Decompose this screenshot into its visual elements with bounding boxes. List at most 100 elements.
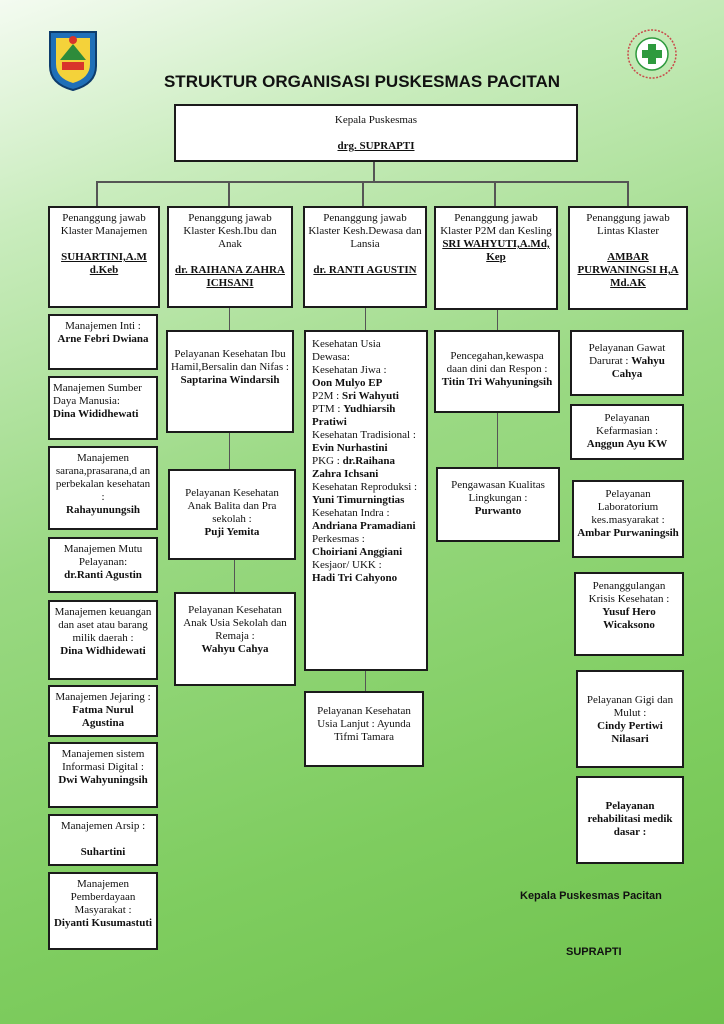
item-role: Pelayanan Gawat Darurat : — [588, 342, 666, 367]
connector-col1 — [96, 181, 98, 206]
item-role: Manajemen Pemberdayaan Masyarakat : — [70, 878, 136, 916]
connector-c3-b — [365, 671, 366, 691]
line-role: PKG : — [312, 455, 340, 467]
col3-main-title: Kesehatan Usia Dewasa: — [312, 338, 381, 363]
col1-item-7: Manajemen Arsip : Suhartini — [48, 814, 158, 866]
item-name: Ambar Purwaningsih — [577, 527, 679, 539]
item-name: Rahayunungsih — [66, 504, 140, 516]
page-title: STRUKTUR ORGANISASI PUSKESMAS PACITAN — [163, 72, 561, 91]
col1-item-6: Manajemen sistem Informasi Digital : Dwi… — [48, 742, 158, 808]
item-name: Titin Tri Wahyuningsih — [441, 376, 553, 388]
connector-c4-a — [497, 310, 498, 330]
col2-item-1: Pelayanan Kesehatan Anak Balita dan Pra … — [168, 469, 296, 560]
col5-item-5: Pelayanan rehabilitasi medik dasar : — [576, 776, 684, 864]
line-role: Kesehatan Indra : — [312, 507, 390, 519]
line-role: Perkesmas : — [312, 533, 365, 545]
item-name: Anggun Ayu KW — [586, 438, 668, 450]
item-name: Fatma Nurul Agustina — [72, 704, 134, 729]
head-role: Kepala Puskesmas — [334, 114, 418, 126]
item-role: Manajemen Inti : — [65, 320, 141, 332]
col1-item-0: Manajemen Inti : Arne Febri Dwiana — [48, 314, 158, 370]
connector-top — [373, 162, 375, 182]
item-role: Manajemen sistem Informasi Digital : — [61, 748, 145, 773]
item-name: dr.Ranti Agustin — [64, 569, 142, 581]
line-name: Sri Wahyuti — [341, 390, 399, 402]
line-name: Hadi Tri Cahyono — [312, 572, 398, 584]
item-role: Manajemen Sumber Daya Manusia: — [53, 382, 142, 407]
line-role: P2M : — [312, 390, 340, 402]
col4-head-role: Penanggung jawab Klaster P2M dan Kesling — [440, 212, 552, 237]
line-role: Kesehatan Jiwa : — [312, 364, 387, 376]
item-name: Wahyu Cahya — [201, 643, 269, 655]
connector-col4 — [494, 181, 496, 206]
connector-c4-b — [497, 413, 498, 467]
col2-head-role: Penanggung jawab Klaster Kesh.Ibu dan An… — [183, 212, 277, 250]
item-name: Pelayanan rehabilitasi medik dasar : — [587, 800, 673, 838]
signature-name: SUPRAPTI — [566, 946, 622, 958]
item-role: Manajemen Jejaring : — [55, 691, 151, 703]
col3-head-name: dr. RANTI AGUSTIN — [313, 264, 417, 276]
item-role: Pelayanan Kesehatan Ibu Hamil,Bersalin d… — [171, 348, 289, 373]
item-role: Manajemen Arsip : — [60, 820, 146, 832]
col4-head-name: SRI WAHYUTI,A.Md, Kep — [442, 238, 550, 263]
line-name: Andriana Pramadiani — [312, 520, 416, 532]
signature-title: Kepala Puskesmas Pacitan — [520, 890, 662, 902]
line-role: Kesehatan Reproduksi : — [312, 481, 418, 493]
district-emblem-icon — [49, 31, 97, 92]
col5-item-1: Pelayanan Kefarmasian : Anggun Ayu KW — [570, 404, 684, 460]
puskesmas-logo-icon — [627, 29, 677, 79]
item-role: Manajemen Mutu Pelayanan: — [63, 543, 143, 568]
item-name: Diyanti Kusumastuti — [53, 917, 153, 929]
col4-item-1: Pengawasan Kualitas Lingkungan : Purwant… — [436, 467, 560, 542]
item-role: Penanggulangan Krisis Kesehatan : — [588, 580, 670, 605]
item-name: Puji Yemita — [204, 526, 260, 538]
col1-item-8: Manajemen Pemberdayaan Masyarakat : Diya… — [48, 872, 158, 950]
col1-item-3: Manajemen Mutu Pelayanan: dr.Ranti Agust… — [48, 537, 158, 593]
col1-head-role: Penanggung jawab Klaster Manajemen — [60, 212, 148, 237]
line-role: PTM : — [312, 403, 341, 415]
connector-col5 — [627, 181, 629, 206]
connector-col2 — [228, 181, 230, 206]
col4-head: Penanggung jawab Klaster P2M dan Kesling… — [434, 206, 558, 310]
item-role: Pelayanan Kefarmasian : — [596, 412, 658, 437]
col1-item-5: Manajemen Jejaring : Fatma Nurul Agustin… — [48, 685, 158, 737]
line-role: Kesjaor/ UKK : — [312, 559, 382, 571]
col1-item-2: Manajemen sarana,prasarana,d an perbekal… — [48, 446, 158, 530]
item-role: Manajemen keuangan dan aset atau barang … — [54, 606, 152, 644]
col1-head: Penanggung jawab Klaster Manajemen SUHAR… — [48, 206, 160, 308]
item-name: Dina Widhidewati — [60, 645, 146, 657]
line-name: Yuni Timurningtias — [312, 494, 405, 506]
line-name: Oon Mulyo EP — [312, 377, 383, 389]
item-name: Dina Wididhewati — [53, 408, 139, 420]
col3-lansia: Pelayanan Kesehatan Usia Lanjut : Ayunda… — [304, 691, 424, 767]
col5-head: Penanggung jawab Lintas Klaster AMBAR PU… — [568, 206, 688, 310]
head-box: Kepala Puskesmas drg. SUPRAPTI — [174, 104, 578, 162]
item-name: Cindy Pertiwi Nilasari — [597, 720, 663, 745]
col5-item-4: Pelayanan Gigi dan Mulut : Cindy Pertiwi… — [576, 670, 684, 768]
col2-head: Penanggung jawab Klaster Kesh.Ibu dan An… — [167, 206, 293, 308]
line-name: Yudhiarsih Pratiwi — [312, 403, 396, 428]
col2-item-0: Pelayanan Kesehatan Ibu Hamil,Bersalin d… — [166, 330, 294, 433]
col5-item-2: Pelayanan Laboratorium kes.masyarakat : … — [572, 480, 684, 558]
item-role: Pengawasan Kualitas Lingkungan : — [451, 479, 545, 504]
connector-c3-a — [365, 308, 366, 330]
head-name: drg. SUPRAPTI — [337, 140, 415, 152]
item-name: Yusuf Hero Wicaksono — [602, 606, 656, 631]
item-name: Saptarina Windarsih — [180, 374, 280, 386]
col5-item-3: Penanggulangan Krisis Kesehatan : Yusuf … — [574, 572, 684, 656]
col4-item-0: Pencegahan,kewaspa daan dini dan Respon … — [434, 330, 560, 413]
col1-head-name: SUHARTINI,A.M d.Keb — [61, 251, 147, 276]
lansia-text: Pelayanan Kesehatan Usia Lanjut : Ayunda… — [317, 705, 411, 743]
item-role: Pelayanan Kesehatan Anak Balita dan Pra … — [185, 487, 279, 525]
col2-head-name: dr. RAIHANA ZAHRA ICHSANI — [175, 264, 285, 289]
col3-main: Kesehatan Usia Dewasa: Kesehatan Jiwa : … — [304, 330, 428, 671]
col2-item-2: Pelayanan Kesehatan Anak Usia Sekolah da… — [174, 592, 296, 686]
col3-head: Penanggung jawab Klaster Kesh.Dewasa dan… — [303, 206, 427, 308]
item-name: Wahyu Cahya — [611, 355, 665, 380]
col5-item-0: Pelayanan Gawat Darurat : Wahyu Cahya — [570, 330, 684, 396]
item-name: Purwanto — [474, 505, 522, 517]
item-name: Arne Febri Dwiana — [57, 333, 149, 345]
item-role: Pelayanan Kesehatan Anak Usia Sekolah da… — [183, 604, 287, 642]
item-name: Suhartini — [80, 846, 126, 858]
connector-c2-a — [229, 308, 230, 330]
